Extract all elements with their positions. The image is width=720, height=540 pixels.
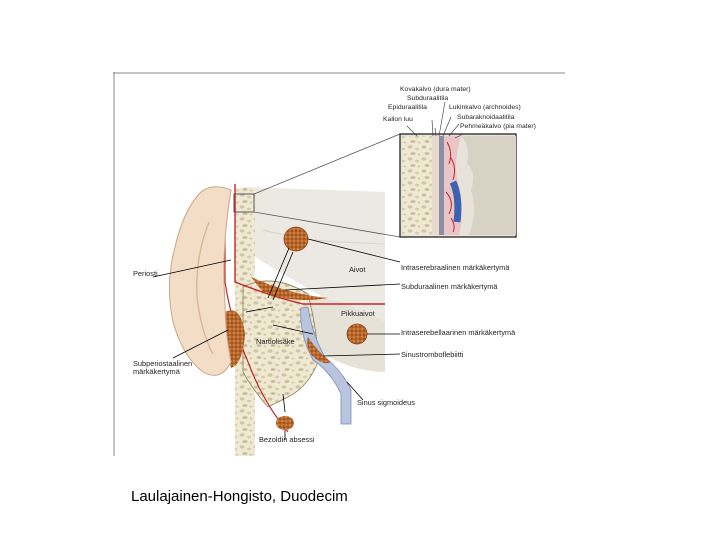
zoom-leader-top	[254, 134, 400, 194]
cerebellar-abscess-shape	[347, 324, 367, 344]
label-cerebellum: Pikkuaivot	[341, 310, 375, 318]
label-intracerebral-abscess: Intraserebraalinen märkäkertymä	[401, 264, 509, 272]
label-sigmoid-sinus: Sinus sigmoideus	[357, 399, 415, 407]
label-sinus-thrombophlebitis: Sinustromboflebiitti	[401, 351, 463, 359]
figure-caption: Laulajainen-Hongisto, Duodecim	[131, 488, 348, 505]
brain-abscess-shape	[284, 227, 308, 251]
label-skull-bone: Kallon luu	[383, 116, 413, 124]
label-subdural-abscess: Subduraalinen märkäkertymä	[401, 283, 498, 291]
label-mastoid: Nartiolisäke	[256, 338, 295, 346]
label-bezold-abscess: Bezoldin absessi	[259, 436, 314, 444]
label-dura-mater: Kovakalvo (dura mater)	[400, 86, 471, 94]
bezold-abscess-shape	[276, 416, 294, 430]
label-periosteum: Periosti	[133, 270, 158, 278]
label-arachnoid: Lukinkalvo (archnoides)	[449, 104, 521, 112]
label-subdural-space: Subduraalitila	[407, 95, 448, 103]
label-epidural-space: Epiduraalitila	[388, 104, 427, 112]
anatomy-figure: Kovakalvo (dura mater) Subduraalitila Ep…	[113, 72, 565, 456]
label-subarachnoid-space: Subaraknoidaalitila	[457, 114, 514, 122]
label-subperiosteal-abscess: Subperiostaalinen märkäkertymä	[133, 360, 203, 376]
label-intracerebellar-abscess: Intraserebellaarinen märkäkertymä	[401, 329, 515, 337]
label-pia-mater: Pehmeäkalvo (pia mater)	[460, 123, 536, 131]
label-brain: Aivot	[349, 266, 365, 274]
ear-auricle	[169, 187, 231, 376]
